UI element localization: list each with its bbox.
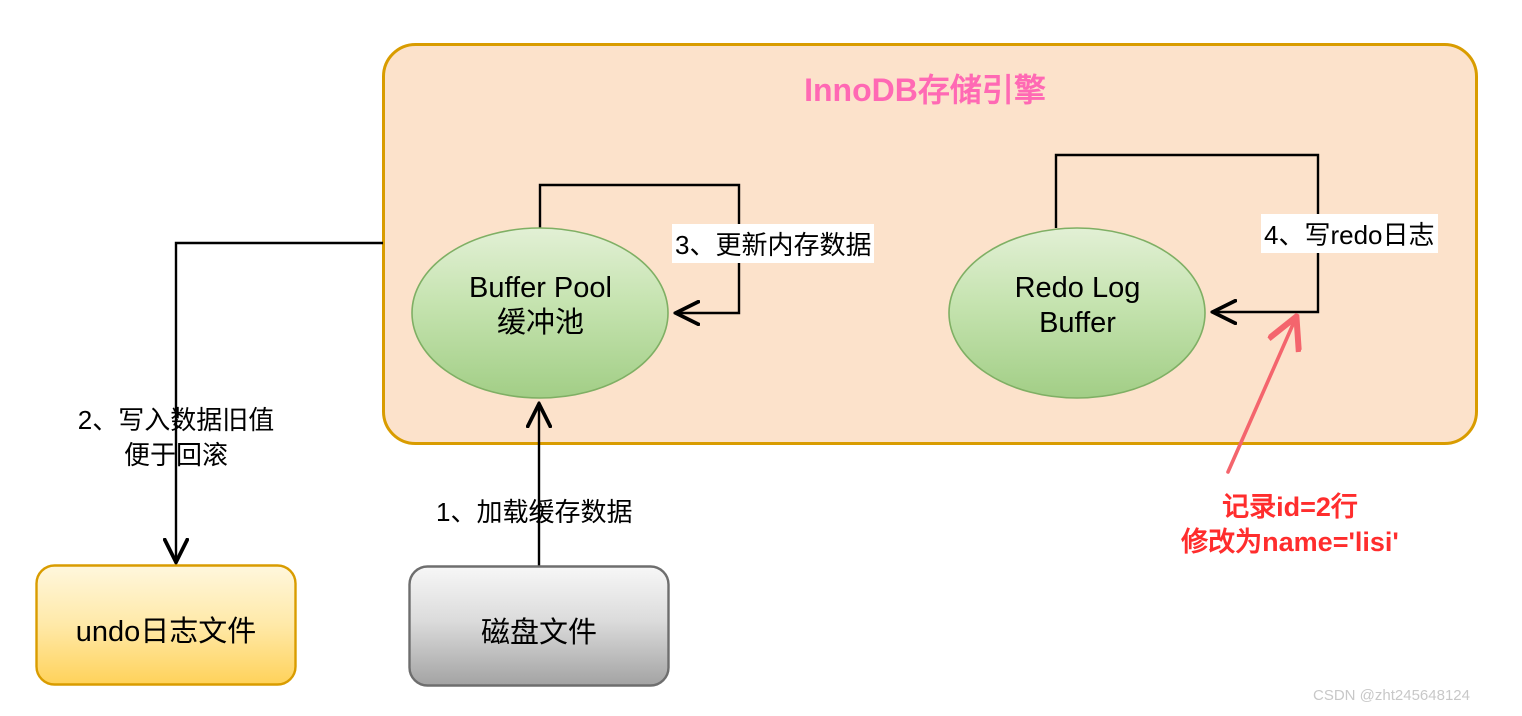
redo-log-buffer-label: Redo Log Buffer (950, 271, 1205, 341)
engine-to-undo-log-connector (176, 241, 383, 560)
undo-log-file-box (35, 564, 297, 686)
step-3-label: 3、更新内存数据 (672, 224, 875, 263)
buffer-pool-label: Buffer Pool 缓冲池 (413, 271, 668, 341)
engine-title: InnoDB存储引擎 (804, 72, 1046, 108)
buffer-pool-loop-connector (538, 183, 741, 313)
disk-file-label: 磁盘文件 (480, 617, 597, 649)
redo-annotation-line1: 记录id=2行 (1222, 492, 1358, 522)
step-1-label: 1、加载缓存数据 (436, 497, 633, 527)
step-4-label: 4、写redo日志 (1261, 214, 1438, 253)
step-2-label-line2: 便于回滚 (123, 440, 228, 471)
disk-file-box (408, 565, 670, 687)
buffer-pool-label-line2: 缓冲池 (496, 306, 584, 339)
step-2-label-line1: 2、写入数据旧值 (77, 405, 275, 435)
step-2-label: 2、写入数据旧值 便于回滚 (46, 403, 306, 473)
buffer-pool-ellipse (411, 227, 669, 399)
watermark: CSDN @zht245648124 (1313, 687, 1470, 704)
redo-log-buffer-label-line1: Redo Log (1014, 272, 1141, 304)
undo-log-file-label: undo日志文件 (75, 616, 257, 648)
redo-annotation-line2: 修改为name='lisi' (1181, 527, 1399, 558)
redo-log-buffer-label-line2: Buffer (1039, 306, 1116, 339)
annotation-arrow (1226, 322, 1294, 474)
redo-annotation: 记录id=2行 修改为name='lisi' (1130, 490, 1450, 560)
redo-log-buffer-ellipse (948, 227, 1206, 399)
buffer-pool-label-line1: Buffer Pool (469, 272, 612, 304)
